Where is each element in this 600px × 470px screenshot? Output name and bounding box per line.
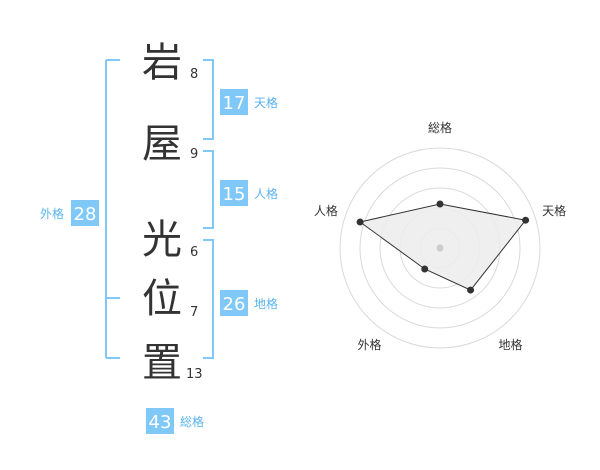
score-gaikaku-value: 28 (74, 204, 97, 225)
score-jinkaku-label: 人格 (254, 186, 278, 201)
score-chikaku-value: 26 (223, 294, 246, 315)
radar-point-1 (436, 200, 444, 208)
radar-points (356, 200, 530, 294)
radar-axis-label-5: 人格 (314, 203, 338, 218)
name-char-2: 屋 (142, 121, 182, 167)
name-char-5: 置 (142, 340, 182, 386)
score-tenkaku-label: 天格 (254, 95, 278, 110)
radar-axis-label-1: 総格 (428, 120, 452, 135)
score-jinkaku-value: 15 (223, 184, 246, 205)
score-chikaku: 26 地格 (220, 290, 278, 316)
tenkaku-bracket (203, 59, 214, 140)
radar-point-5 (356, 218, 364, 226)
name-char-4: 位 (142, 276, 182, 322)
chikaku-bracket (203, 239, 214, 359)
score-jinkaku: 15 人格 (220, 180, 278, 206)
score-gaikaku-label: 外格 (40, 206, 64, 221)
score-chikaku-label: 地格 (254, 296, 278, 311)
score-gaikaku: 外格 28 (40, 200, 99, 226)
stroke-count-2: 9 (190, 147, 198, 162)
radar-point-2 (522, 216, 530, 224)
stroke-count-4: 7 (190, 305, 198, 320)
stroke-count-1: 8 (190, 67, 198, 82)
brackets (105, 59, 214, 359)
radar-ring-5 (339, 147, 541, 349)
name-char-3: 光 (142, 217, 182, 263)
stroke-count-3: 6 (190, 245, 198, 260)
radar-axis-label-2: 天格 (542, 203, 566, 218)
radar-point-4 (421, 265, 429, 273)
score-soukaku-label: 総格 (180, 414, 204, 429)
radar-axis-label-3: 地格 (498, 337, 522, 352)
score-tenkaku: 17 天格 (220, 89, 278, 115)
radar-ring-4 (359, 167, 521, 329)
radar-axis-label-4: 外格 (357, 337, 381, 352)
score-soukaku: 43 総格 (146, 408, 204, 434)
score-soukaku-value: 43 (149, 412, 172, 433)
stroke-count-5: 13 (186, 367, 203, 382)
name-column: 岩 8 屋 9 光 6 位 7 置 13 (142, 40, 203, 386)
jinkaku-bracket (203, 150, 214, 229)
gaikaku-bracket (105, 59, 120, 359)
radar-center-dot (436, 244, 444, 252)
score-tenkaku-value: 17 (223, 93, 246, 114)
name-char-1: 岩 (142, 40, 182, 86)
radar-point-3 (467, 286, 475, 294)
